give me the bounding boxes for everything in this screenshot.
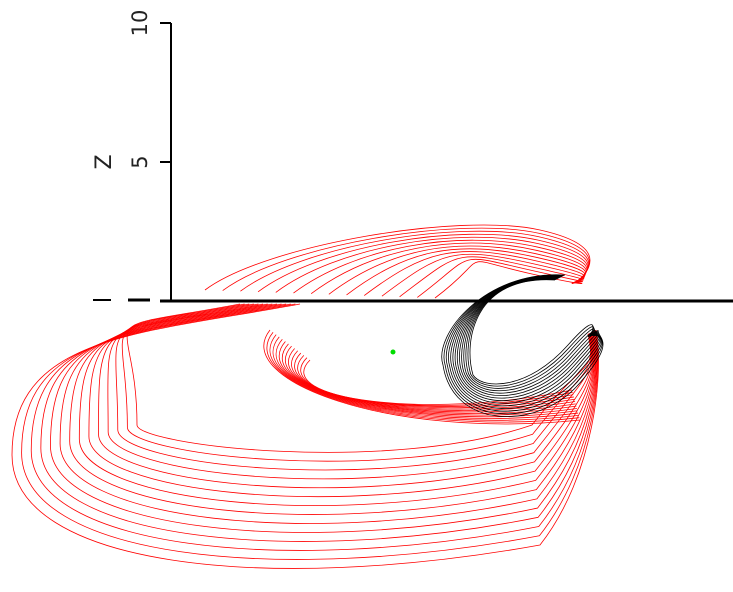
red-inner-arc-8 [288,348,576,411]
black-surface-curve-9 [461,278,597,394]
red-inner-arc-1 [266,332,580,423]
red-inner-arc-10 [294,352,574,409]
z-tick-label-10: 10 [128,10,152,37]
black-surface-curve-10 [463,278,596,392]
black-surface-curve-8 [459,277,598,397]
black-surface-curve-1 [443,274,603,415]
black-surface-curve-3 [448,275,602,409]
red-inner-arc-9 [291,350,575,410]
black-surface-curve-6 [454,276,599,402]
red-lower-loop-6 [69,303,596,515]
black-surface-curve-11 [465,278,595,389]
black-surface-curve-4 [450,276,601,407]
z-tick-label-5: 5 [128,155,152,168]
red-upper-curve-7 [328,245,587,295]
red-lower-loop-7 [78,303,595,506]
red-inner-arc-6 [281,343,577,414]
red-upper-curve-10 [381,253,585,297]
red-upper-curve-12 [417,258,584,298]
red-upper-curve-1 [222,227,590,291]
red-surface-curves [11,224,599,569]
black-surface-curve-13 [469,279,594,385]
z-axis-title: Z [92,154,117,169]
red-lower-loop-12 [121,303,592,462]
red-inner-arc-2 [269,334,579,421]
red-inner-arc-0 [263,329,581,425]
black-surface-curve-7 [456,277,598,399]
red-upper-curve-9 [363,251,585,296]
z-axis: 10 5 Z [92,10,172,302]
red-lower-loop-10 [107,303,593,480]
black-surface-curve-12 [467,279,595,387]
red-lower-loop-8 [88,303,594,498]
black-surface-curve-5 [452,276,600,404]
red-upper-curve-13 [434,261,583,299]
red-lower-loop-13 [126,303,591,453]
green-point-marker [390,349,396,355]
red-lower-loop-11 [115,303,593,471]
red-upper-curve-6 [310,242,587,295]
black-surface-curves [441,274,604,417]
red-inner-arc-7 [284,345,576,413]
red-lower-loop-9 [98,303,594,489]
red-inner-arc-3 [272,336,579,419]
black-surface-curve-2 [445,275,602,412]
red-inner-arc-5 [278,341,577,416]
black-surface-curve-0 [441,274,604,417]
red-upper-curve-8 [346,248,586,296]
